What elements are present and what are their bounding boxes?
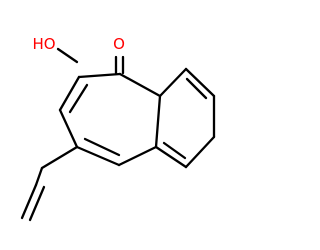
- benzene-bond-bottom-left: [154, 145, 188, 169]
- benzene-inner-bond-bottom-left: [162, 141, 187, 160]
- allyl-double-bond-inner: [28, 185, 46, 222]
- ring7-bond-carbonyl-to-fusion-upper: [118, 72, 162, 98]
- ring7-double-bond-inner-lower: [83, 137, 121, 157]
- benzene-bond-top-left: [158, 67, 188, 98]
- ring7-double-bond-outer-lower: [75, 145, 121, 167]
- ring7-bond-to-allyl-carbon: [58, 108, 79, 149]
- benzene-bond-top-right: [184, 67, 216, 98]
- carbonyl-oxygen-label: O: [113, 35, 125, 53]
- benzene-bond-bottom-right: [184, 135, 216, 169]
- hydroxyl-bond: [56, 47, 79, 64]
- allyl-bond-ring-to-ch2: [40, 145, 79, 170]
- ring7-bond-to-fusion-lower: [117, 145, 158, 167]
- benzene-inner-bond-top-right: [185, 77, 208, 100]
- chemical-structure-diagram: O HO: [20, 35, 216, 222]
- hydroxyl-group-label: HO: [32, 35, 55, 53]
- allyl-bond-ch2-to-ch: [34, 166, 44, 187]
- benzene-fusion-bond: [154, 94, 162, 149]
- ring7-double-bond-inner: [68, 83, 89, 114]
- ring7-double-bond-outer: [58, 75, 81, 112]
- ring7-bond-carbonyl-to-hydroxyl-carbon: [77, 72, 122, 79]
- allyl-double-bond-outer: [20, 183, 38, 220]
